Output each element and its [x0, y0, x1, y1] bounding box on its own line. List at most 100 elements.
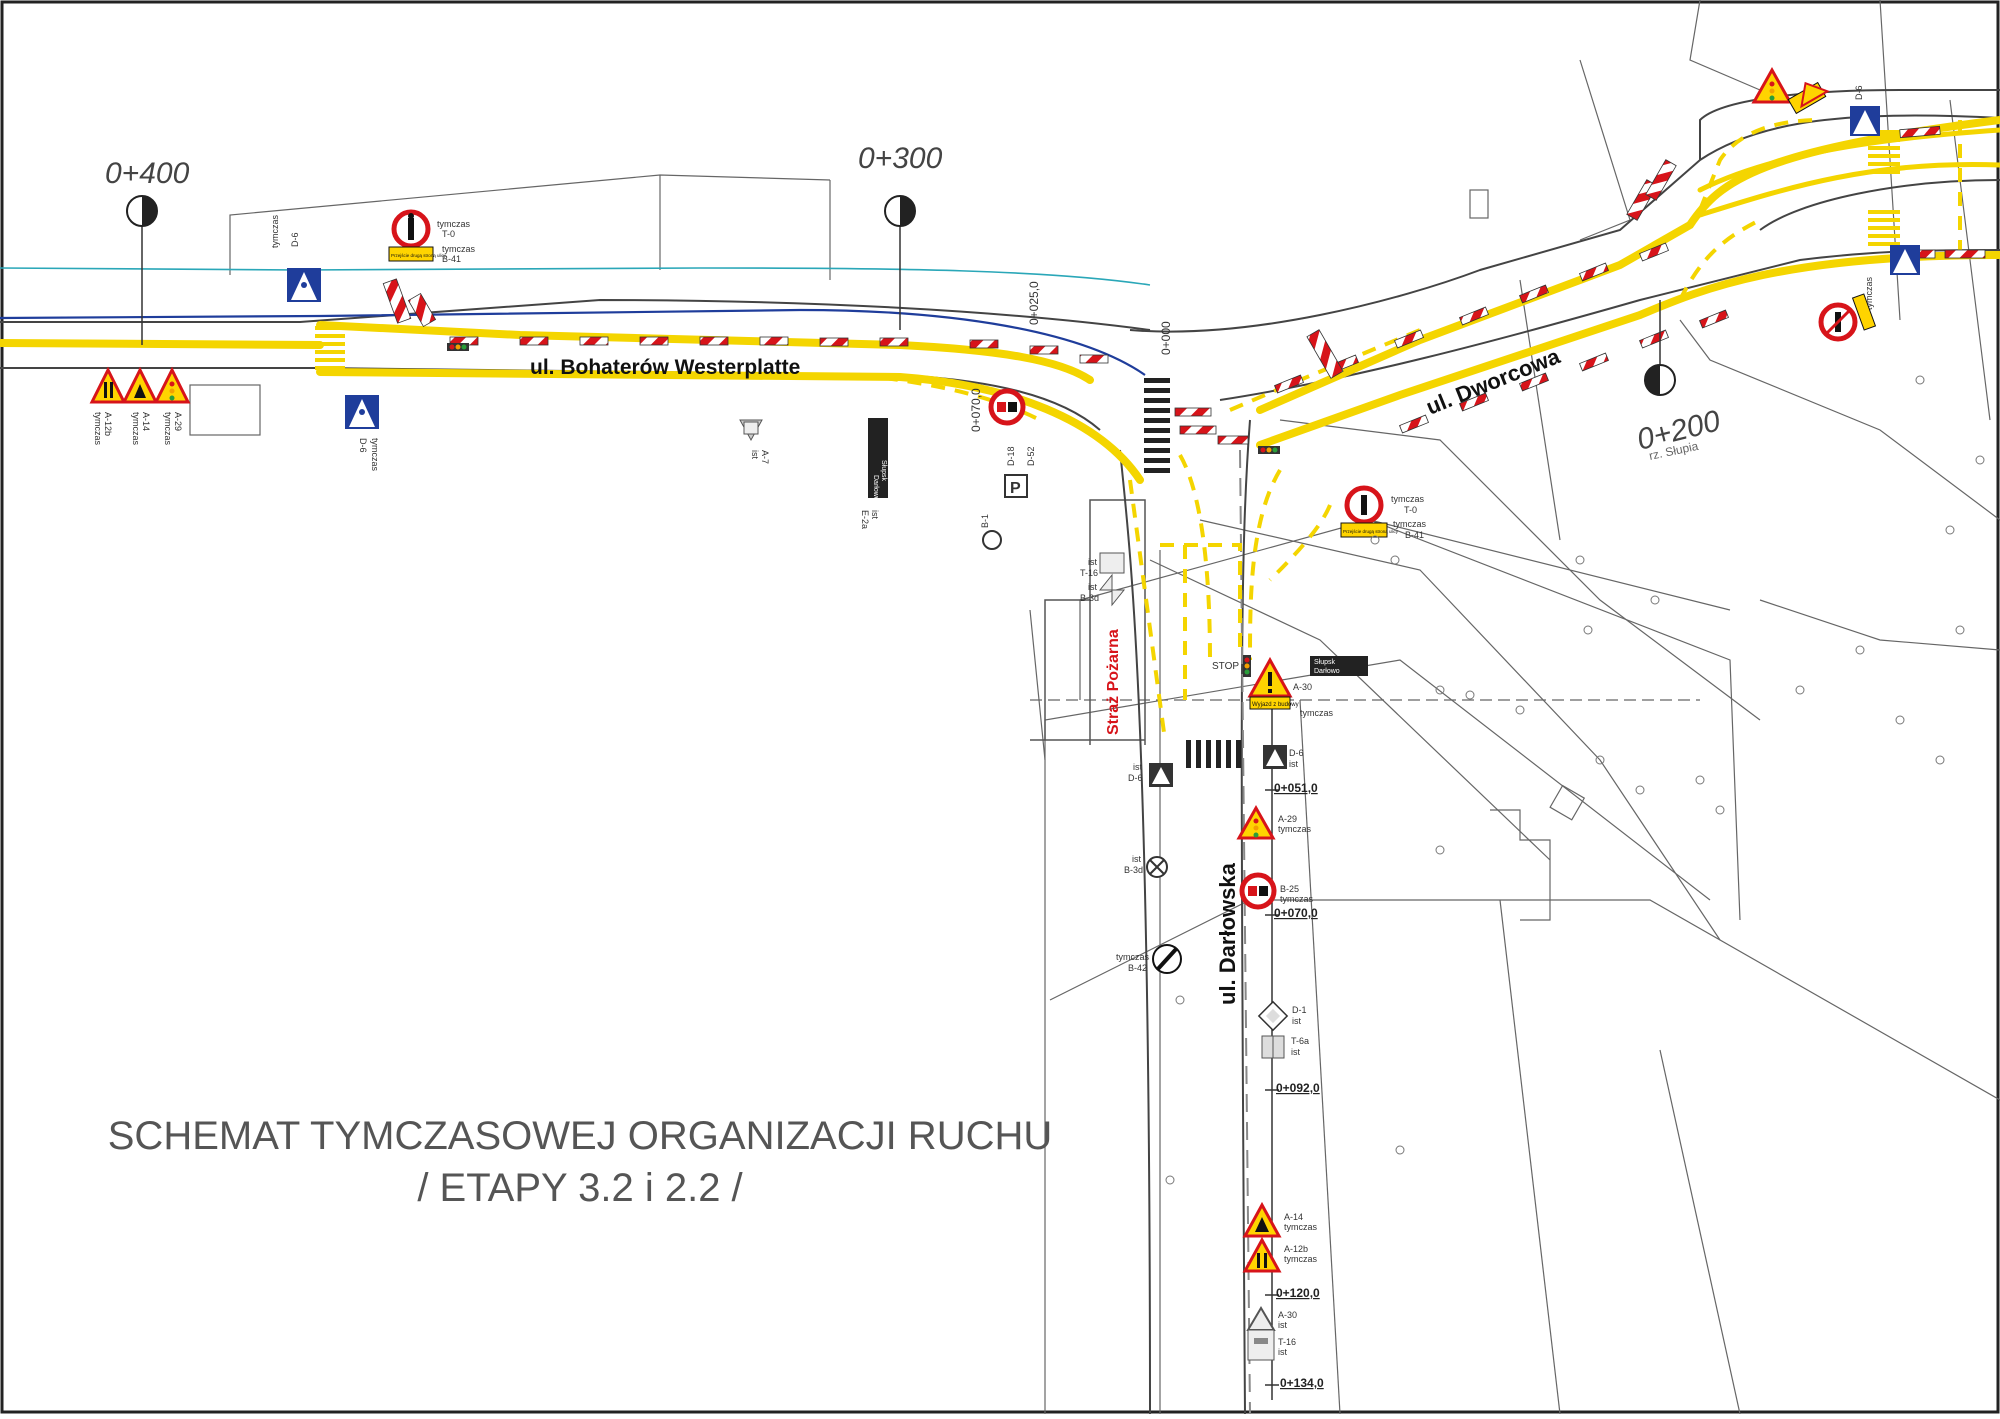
- chainage-d-070: 0+070,0: [1274, 906, 1318, 920]
- svg-text:A-30: A-30: [1278, 1310, 1297, 1320]
- svg-text:tymczas: tymczas: [1864, 276, 1874, 310]
- svg-text:ist: ist: [1289, 759, 1298, 769]
- schema-title-line2: / ETAPY 3.2 i 2.2 /: [417, 1166, 743, 1210]
- road-works-icon: A-14 tymczas: [1242, 1201, 1318, 1238]
- yield-icon: A-7 ist: [739, 419, 770, 464]
- chainage-d-134: 0+134,0: [1280, 1376, 1324, 1390]
- slupsk-plate: Słupsk: [880, 460, 887, 482]
- svg-text:D-52: D-52: [1026, 446, 1036, 466]
- svg-text:tymczas: tymczas: [1300, 708, 1334, 718]
- darlowo-plate: Darłowo: [1314, 668, 1340, 675]
- zebra-crossings: [1144, 378, 1241, 768]
- street-label-darlowska: ul. Darłowska: [1215, 862, 1240, 1005]
- svg-text:D-6: D-6: [1854, 85, 1864, 100]
- barriers: [382, 125, 1986, 445]
- svg-text:A-29: A-29: [1278, 814, 1297, 824]
- svg-text:A-7: A-7: [760, 450, 770, 464]
- svg-text:A-14: A-14: [1284, 1212, 1303, 1222]
- detour-plate: Przejście drugą stroną ulicy: [391, 253, 447, 258]
- schema-title-line1: SCHEMAT TYMCZASOWEJ ORGANIZACJI RUCHU: [107, 1114, 1053, 1158]
- svg-text:B-25: B-25: [1280, 884, 1299, 894]
- svg-text:D-6: D-6: [290, 232, 300, 247]
- danger-icon: A-30 ist T-16 ist: [1246, 1306, 1297, 1361]
- svg-text:P: P: [1010, 480, 1021, 497]
- chainage-0-400: 0+400: [105, 157, 190, 190]
- pedestrian-crossing-icon: tymczas: [1864, 245, 1920, 310]
- no-overtaking-icon: [988, 388, 1026, 426]
- label-fire-station: Straż Pożarna: [1105, 629, 1122, 735]
- exit-plate: Wyjazd z budowy: [1252, 702, 1299, 708]
- pedestrian-crossing-icon: tymczas D-6: [270, 214, 321, 302]
- svg-text:tymczas: tymczas: [370, 438, 380, 472]
- utility-line-cyan: [0, 267, 1151, 286]
- svg-text:tymczas: tymczas: [270, 214, 280, 248]
- svg-text:E-2a: E-2a: [860, 510, 870, 529]
- slupsk-plate: Słupsk: [1314, 659, 1336, 666]
- street-label-westerplatte: ul. Bohaterów Westerplatte: [530, 356, 800, 379]
- svg-text:B-42: B-42: [1128, 963, 1147, 973]
- svg-text:ist: ist: [1133, 762, 1142, 772]
- svg-text:tymczas: tymczas: [1391, 494, 1425, 504]
- svg-text:tymczas: tymczas: [93, 412, 103, 446]
- road-narrowing-icon: A-12b tymczas: [89, 366, 127, 446]
- road-narrowing-icon: A-12b tymczas: [1242, 1236, 1318, 1273]
- traffic-lights-warning-icon: A-29 tymczas: [1236, 804, 1312, 840]
- svg-text:B-1: B-1: [980, 514, 990, 528]
- svg-text:ist: ist: [1278, 1347, 1287, 1357]
- fire-station-building: [1030, 499, 1146, 745]
- svg-text:A-30: A-30: [1293, 682, 1312, 692]
- svg-text:ist: ist: [1132, 854, 1141, 864]
- pedestrian-crossing-icon: D-6: [1850, 85, 1880, 136]
- road-works-icon: A-14 tymczas: [121, 366, 159, 446]
- svg-text:D-6: D-6: [1128, 773, 1143, 783]
- svg-text:D-1: D-1: [1292, 1005, 1307, 1015]
- svg-text:tymczas: tymczas: [1284, 1254, 1318, 1264]
- parking-icon: P D-18 D-52: [1004, 446, 1036, 498]
- temporary-crosswalks: [315, 130, 1900, 370]
- chainage-small-025: 0+025,0: [1027, 281, 1041, 325]
- darlowo-plate: Darłowo: [872, 475, 879, 501]
- svg-text:tymczas: tymczas: [1278, 824, 1312, 834]
- utility-line-blue: [0, 308, 1146, 376]
- svg-text:tymczas: tymczas: [1393, 519, 1427, 529]
- danger-icon: ist T-16 ist B-3d: [1080, 552, 1126, 607]
- no-overtaking-icon: B-25 tymczas: [1239, 872, 1314, 910]
- direction-plate-icon: Słupsk Darłowo: [1310, 656, 1368, 676]
- traffic-lights-warning-icon: A-29 tymczas: [153, 366, 191, 446]
- pedestrian-crossing-icon: D-6 tymczas: [345, 395, 380, 472]
- no-entry-icon: ist B-3d: [1124, 854, 1168, 878]
- svg-text:tymczas: tymczas: [1280, 894, 1314, 904]
- svg-text:T-16: T-16: [1278, 1337, 1296, 1347]
- svg-text:A-12b: A-12b: [1284, 1244, 1308, 1254]
- priority-road-icon: D-1 ist: [1257, 1000, 1307, 1032]
- no-vehicles-icon: B-1: [980, 514, 1002, 550]
- end-of-restrictions-icon: tymczas B-42: [1116, 944, 1182, 974]
- svg-text:T-6a: T-6a: [1291, 1036, 1309, 1046]
- svg-text:A-14: A-14: [141, 412, 151, 431]
- plate-icon: T-6a ist: [1261, 1035, 1309, 1059]
- traffic-light-icon: [1258, 446, 1280, 454]
- svg-text:B-3d: B-3d: [1124, 865, 1143, 875]
- no-pedestrians-icon: [1818, 293, 1877, 342]
- svg-text:T-16: T-16: [1080, 568, 1098, 578]
- svg-text:ist: ist: [1088, 582, 1097, 592]
- svg-text:ist: ist: [1278, 1320, 1287, 1330]
- svg-text:tymczas: tymczas: [163, 412, 173, 446]
- chainage-d-051: 0+051,0: [1274, 781, 1318, 795]
- pedestrian-prohibited-icon: tymczas T-0 Przejście drugą stroną ulicy…: [388, 209, 476, 264]
- traffic-light-icon: [447, 343, 469, 351]
- svg-text:tymczas: tymczas: [1284, 1222, 1318, 1232]
- svg-text:B-41: B-41: [1405, 530, 1424, 540]
- svg-text:D-6: D-6: [358, 438, 368, 453]
- pedestrian-crossing-icon: D-6 ist: [1263, 745, 1304, 769]
- svg-text:T-0: T-0: [442, 229, 455, 239]
- chainage-0-300: 0+300: [858, 142, 943, 175]
- svg-text:ist: ist: [1088, 557, 1097, 567]
- svg-text:D-18: D-18: [1006, 446, 1016, 466]
- trees: [1165, 375, 1985, 1185]
- chainage-small-070: 0+070,0: [969, 388, 983, 432]
- svg-text:ist: ist: [750, 450, 760, 459]
- svg-text:tymczas: tymczas: [437, 219, 471, 229]
